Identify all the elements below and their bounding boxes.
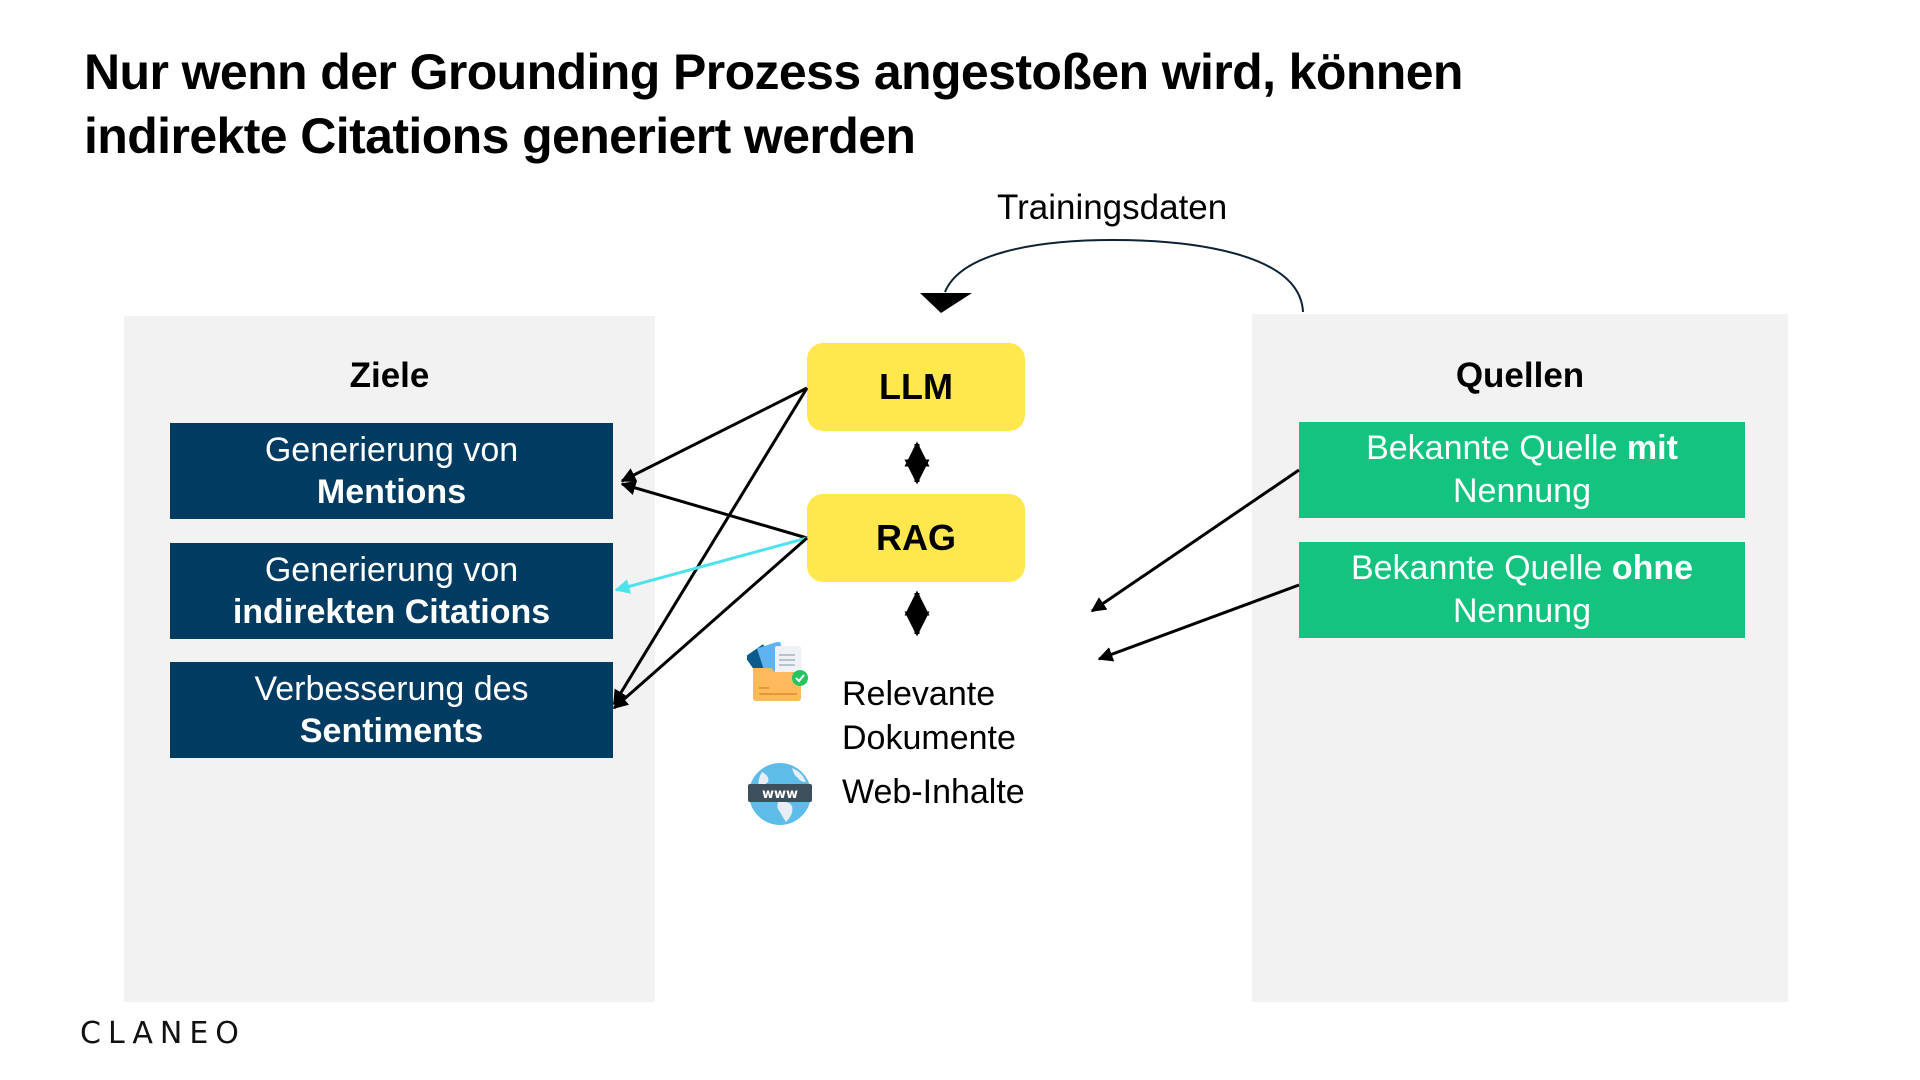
resource-label-line-1: Relevante	[842, 675, 996, 713]
source-line-1: Bekannte Quelle mit	[1299, 427, 1745, 470]
source-line-2: Nennung	[1452, 592, 1591, 630]
goal-line-2: indirekten Citations	[232, 593, 551, 631]
goal-line-1: Generierung von	[264, 431, 519, 469]
training-data-label: Trainingsdaten	[997, 188, 1228, 227]
rag-node: RAG	[807, 494, 1025, 582]
source-emphasis: mit	[1626, 429, 1678, 467]
slide-title: Nur wenn der Grounding Prozess angestoße…	[84, 40, 1784, 168]
goal-line-1: Verbesserung des	[254, 670, 529, 708]
goal-line-1: Generierung von	[264, 551, 519, 589]
www-globe-icon: www	[748, 763, 812, 825]
goal-box-mentions: Generierung von Mentions	[170, 423, 613, 519]
goal-box-indirect-citations: Generierung von indirekten Citations	[170, 543, 613, 639]
source-prefix: Bekannte Quelle	[1350, 549, 1612, 587]
resource-label-documents: Relevante Dokumente	[842, 672, 1016, 760]
resource-label-line-2: Dokumente	[842, 719, 1016, 757]
goal-line-2: Mentions	[316, 473, 467, 511]
goals-panel: Ziele	[124, 316, 655, 1002]
slide-title-line-1: Nur wenn der Grounding Prozess angestoße…	[84, 44, 1463, 100]
sources-panel: Quellen	[1252, 314, 1788, 1002]
svg-text:www: www	[762, 787, 798, 802]
source-box-with-mention: Bekannte Quelle mit Nennung	[1299, 422, 1745, 518]
sources-heading: Quellen	[1455, 356, 1585, 395]
source-line-2: Nennung	[1452, 472, 1591, 510]
source-box-without-mention: Bekannte Quelle ohne Nennung	[1299, 542, 1745, 638]
training-arrowhead-icon	[920, 293, 972, 313]
source-emphasis: ohne	[1611, 549, 1694, 587]
resource-label-web: Web-Inhalte	[842, 773, 1025, 811]
goals-heading: Ziele	[349, 356, 430, 395]
slide-title-line-2: indirekte Citations generiert werden	[84, 108, 916, 164]
source-prefix: Bekannte Quelle	[1366, 429, 1627, 467]
documents-folder-icon	[747, 642, 808, 701]
goal-box-sentiments: Verbesserung des Sentiments	[170, 662, 613, 758]
llm-node: LLM	[807, 343, 1025, 431]
goal-line-2: Sentiments	[299, 712, 484, 750]
claneo-logo: CLANEO	[80, 1016, 246, 1051]
training-feedback-curve	[944, 238, 1304, 313]
source-line-1: Bekannte Quelle ohne	[1299, 547, 1745, 590]
